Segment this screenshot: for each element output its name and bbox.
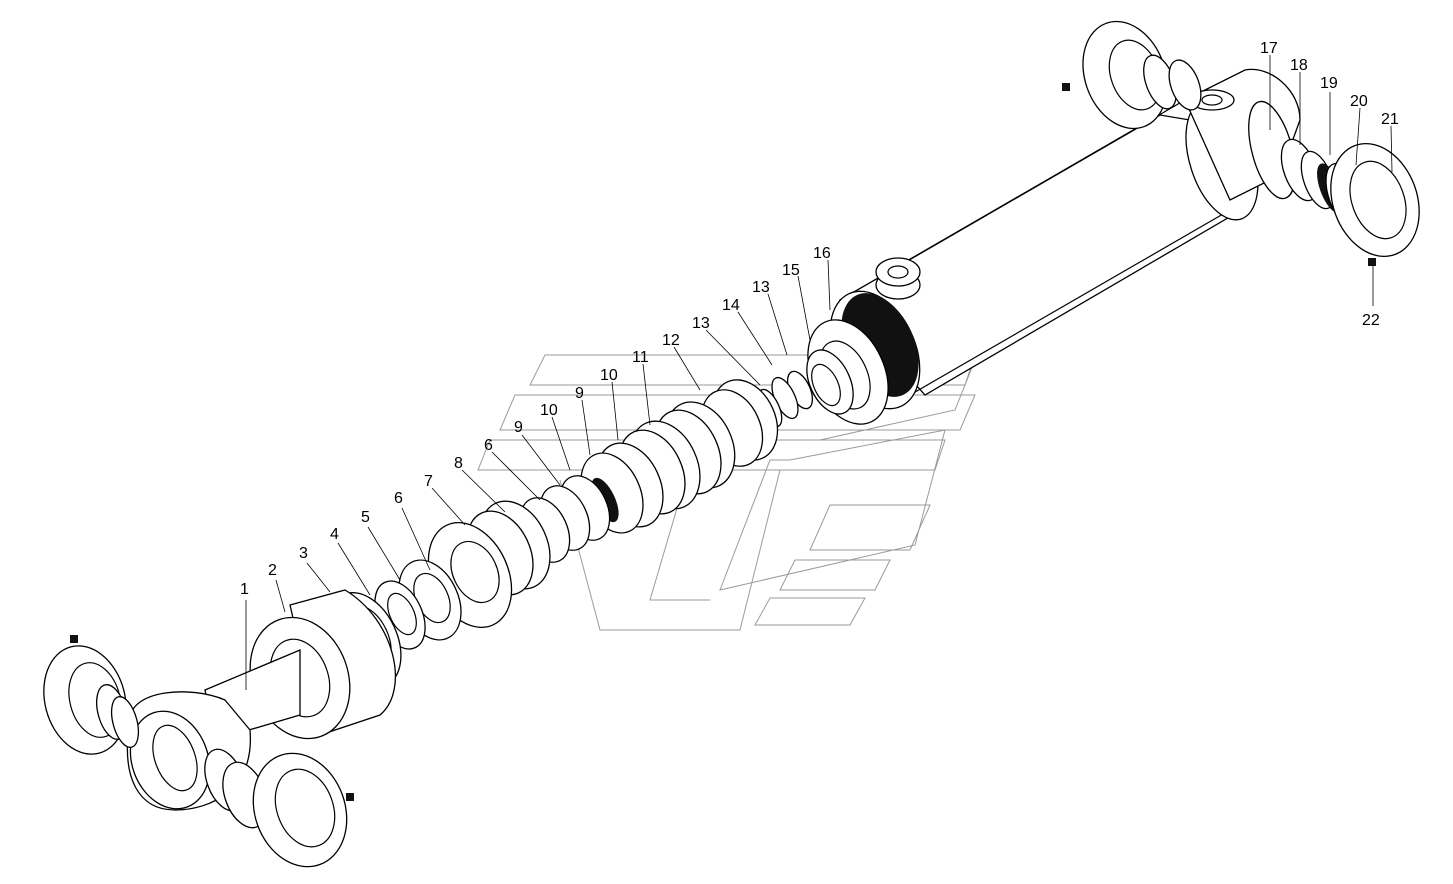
callout-21: 21 xyxy=(1381,111,1399,128)
callout-22: 22 xyxy=(1362,312,1380,329)
callout-1: 1 xyxy=(240,581,249,598)
leader-lines xyxy=(245,55,1393,690)
callout-3: 3 xyxy=(299,545,308,562)
callout-10b: 10 xyxy=(600,367,618,384)
callout-8: 8 xyxy=(454,455,463,472)
screw-icon xyxy=(1062,83,1070,91)
right-bearing-lower xyxy=(1280,138,1420,266)
callout-10: 10 xyxy=(540,402,558,419)
left-bearing-lower xyxy=(204,748,354,868)
callout-7: 7 xyxy=(424,473,433,490)
callout-11: 11 xyxy=(632,349,649,366)
callout-13: 13 xyxy=(692,315,710,332)
callout-9: 9 xyxy=(514,419,523,436)
callout-9b: 9 xyxy=(575,385,584,402)
callout-6: 6 xyxy=(394,490,403,507)
screw-icon xyxy=(70,635,78,643)
rod-and-guide xyxy=(126,589,396,811)
callout-2: 2 xyxy=(268,562,277,579)
callout-20: 20 xyxy=(1350,93,1368,110)
callout-16: 16 xyxy=(813,245,831,262)
callout-19: 19 xyxy=(1320,75,1338,92)
cylinder-barrel xyxy=(806,68,1301,425)
callout-labels: 1 2 3 4 5 6 7 8 6 9 10 9 10 11 12 13 14 … xyxy=(240,40,1399,598)
callout-4: 4 xyxy=(330,526,339,543)
left-bearing-upper xyxy=(43,635,140,755)
callout-17: 17 xyxy=(1260,40,1278,57)
callout-13b: 13 xyxy=(752,279,770,296)
callout-12: 12 xyxy=(662,332,680,349)
callout-18: 18 xyxy=(1290,57,1308,74)
screw-icon xyxy=(1368,258,1376,266)
callout-15: 15 xyxy=(782,262,800,279)
callout-6b: 6 xyxy=(484,437,493,454)
callout-14: 14 xyxy=(722,297,740,314)
right-bearing-upper xyxy=(1062,20,1202,130)
callout-5: 5 xyxy=(361,509,370,526)
screw-icon xyxy=(346,793,354,801)
